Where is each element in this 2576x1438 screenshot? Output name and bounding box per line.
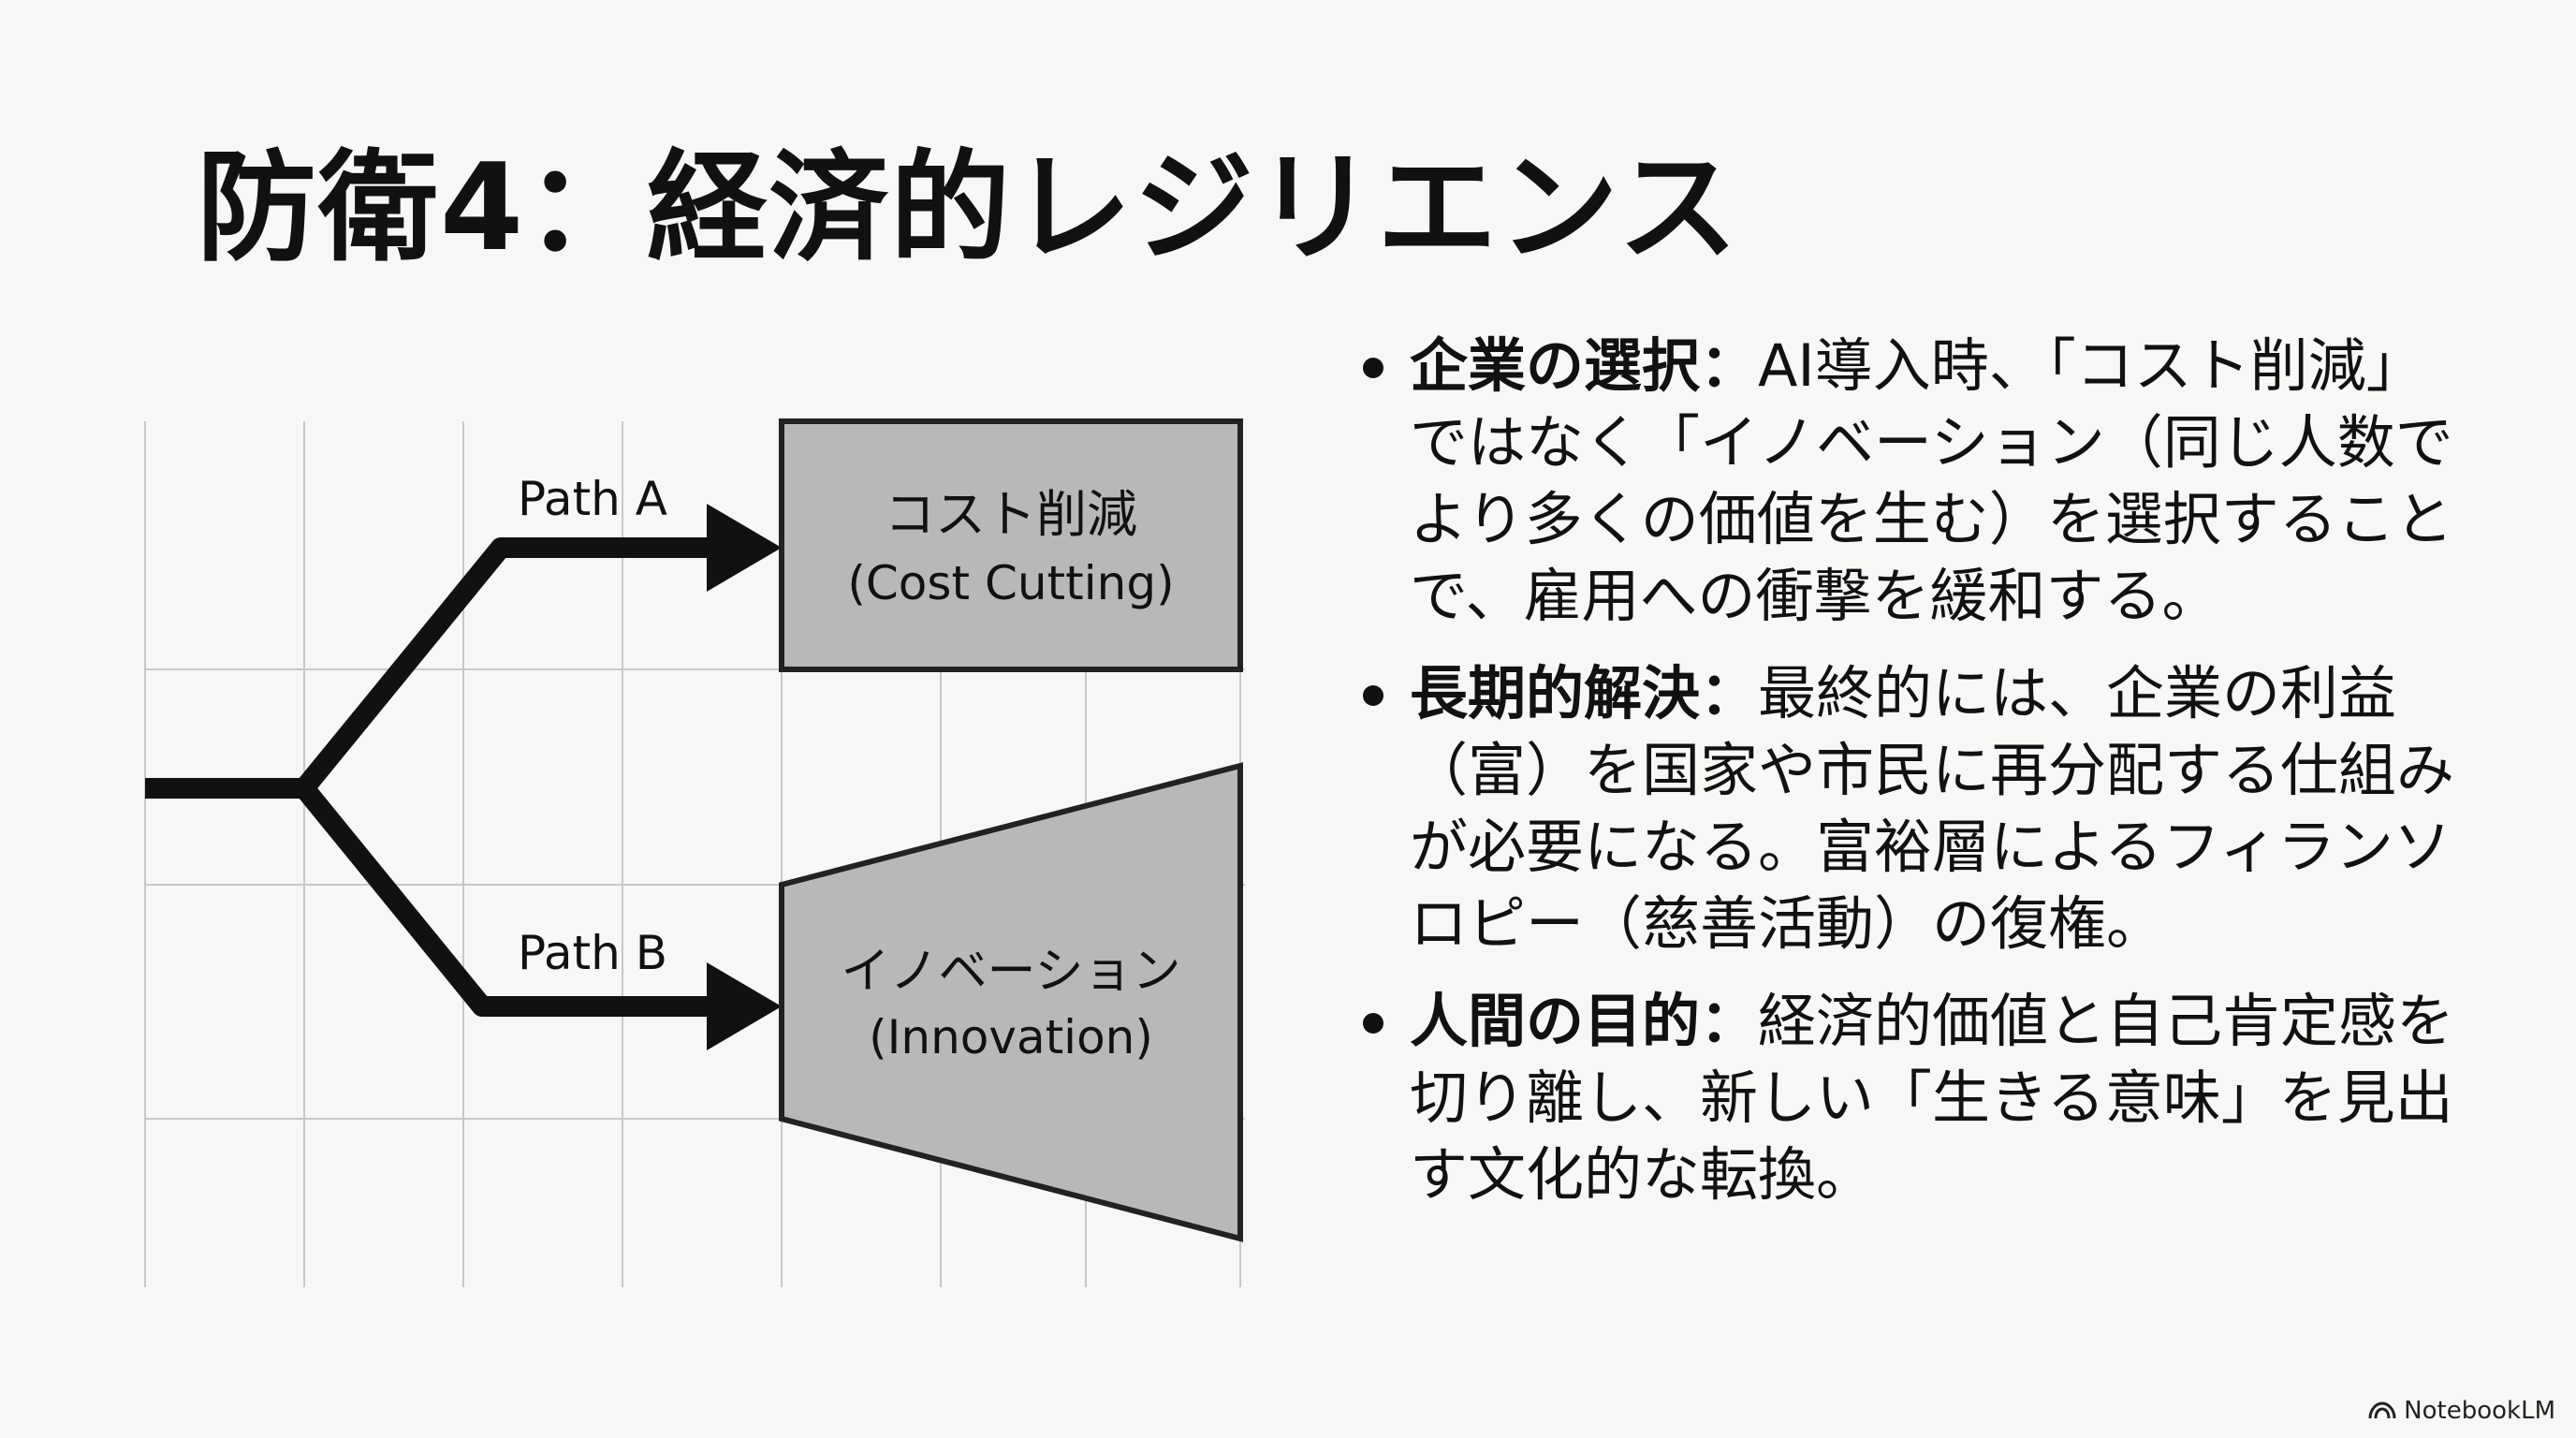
bullet-heading: 企業の選択： xyxy=(1410,331,1759,400)
path-b-label: Path B xyxy=(518,926,667,980)
bullet-item-long-term-solution: 長期的解決：最終的には、企業の利益（富）を国家や市民に再分配する仕組みが必要にな… xyxy=(1348,655,2481,962)
bullet-list: 企業の選択：AI導入時、「コスト削減」ではなく「イノベーション（同じ人数でより多… xyxy=(1348,328,2481,1234)
path-a-line xyxy=(145,537,721,799)
bullet-dot-icon xyxy=(1363,685,1383,706)
bullet-heading: 長期的解決： xyxy=(1410,659,1759,727)
innovation-trapezoid xyxy=(779,762,1243,1242)
path-a-arrowhead xyxy=(707,504,782,592)
bullet-dot-icon xyxy=(1363,1013,1383,1034)
bullet-item-human-purpose: 人間の目的：経済的価値と自己肯定感を切り離し、新しい「生きる意味」を見出す文化的… xyxy=(1348,983,2481,1213)
innovation-sublabel: (Innovation) xyxy=(869,1010,1153,1064)
brand-label: NotebookLM xyxy=(2404,1397,2555,1425)
bullet-heading: 人間の目的： xyxy=(1410,987,1759,1055)
bullet-body: 経済的価値と自己肯定感を切り離し、新しい「生きる意味」を見出す文化的な転換。 xyxy=(1410,987,2455,1209)
cost-cutting-box xyxy=(779,418,1243,672)
slide-title: 防衛4：経済的レジリエンス xyxy=(197,139,1740,278)
path-a-label: Path A xyxy=(518,472,667,526)
bullet-item-corporate-choice: 企業の選択：AI導入時、「コスト削減」ではなく「イノベーション（同じ人数でより多… xyxy=(1348,328,2481,635)
bullet-body: AI導入時、「コスト削減」ではなく「イノベーション（同じ人数でより多くの価値を生… xyxy=(1410,331,2453,630)
notebooklm-brand: NotebookLM xyxy=(2368,1397,2555,1425)
innovation-label: イノベーション xyxy=(842,944,1181,1000)
path-diagram: Path A Path B コスト削減 (Cost Cutting) イノベーシ… xyxy=(144,418,1245,1287)
path-b-line xyxy=(296,782,721,1017)
cost-cutting-sublabel: (Cost Cutting) xyxy=(847,556,1174,610)
bullet-body: 最終的には、企業の利益（富）を国家や市民に再分配する仕組みが必要になる。富裕層に… xyxy=(1410,659,2455,958)
bullet-dot-icon xyxy=(1363,358,1383,378)
cost-cutting-label: コスト削減 xyxy=(885,485,1137,544)
path-b-arrowhead xyxy=(707,962,782,1050)
notebooklm-logo-icon xyxy=(2368,1401,2396,1419)
